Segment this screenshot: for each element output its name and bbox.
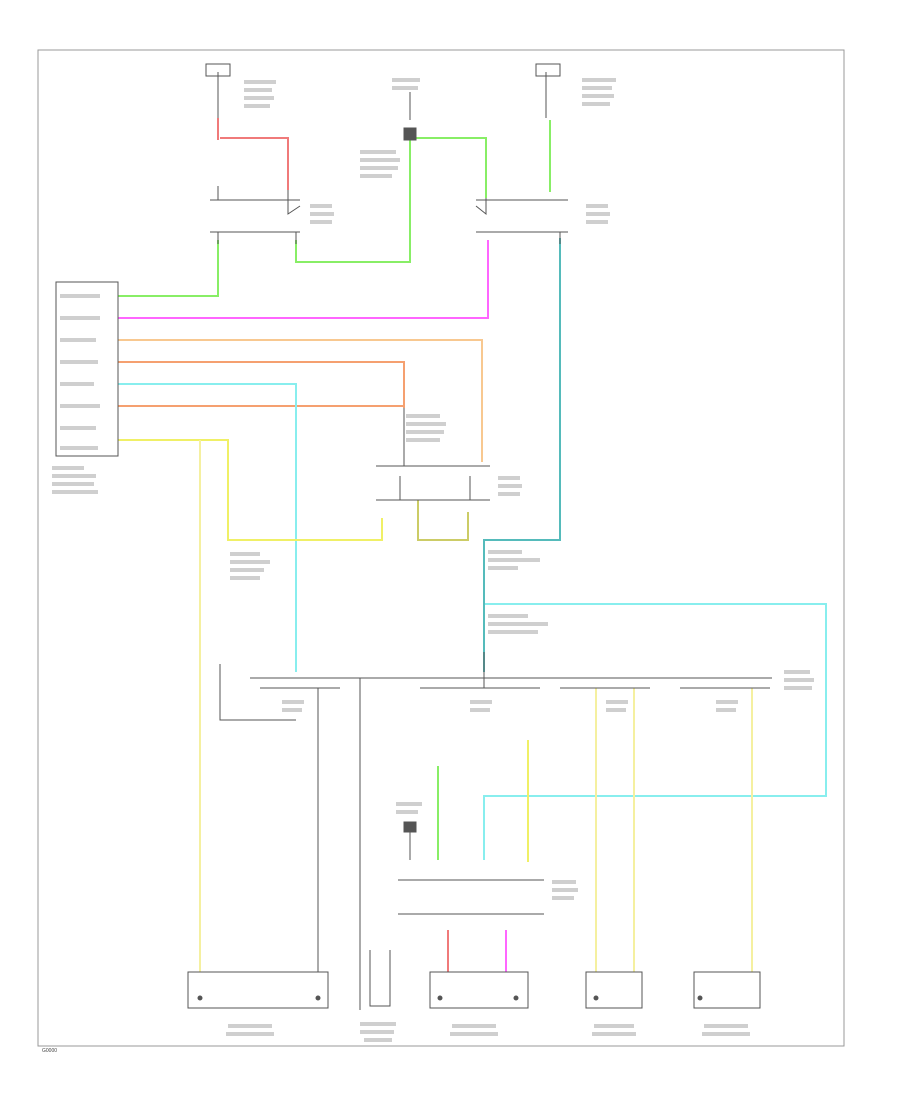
wire-yellow-a: [118, 439, 383, 541]
wire-red: [220, 137, 289, 190]
wire-cyan-b: [483, 603, 827, 860]
wire-olive: [417, 500, 469, 541]
wire-green-module: [118, 240, 219, 297]
wire-cyan-a: [118, 383, 297, 672]
black-wiring: [55, 63, 772, 1010]
wire-green-top: [410, 137, 487, 198]
wire-orange-a: [118, 361, 405, 408]
wire-teal: [483, 238, 561, 672]
wires: [118, 118, 827, 972]
wire-pink: [118, 240, 489, 319]
image-id-text: G0000: [42, 1048, 57, 1054]
diagram-border: [37, 49, 845, 1047]
component-labels: [52, 78, 814, 1042]
wire-peach: [118, 339, 483, 462]
wire-green-left: [295, 138, 411, 263]
